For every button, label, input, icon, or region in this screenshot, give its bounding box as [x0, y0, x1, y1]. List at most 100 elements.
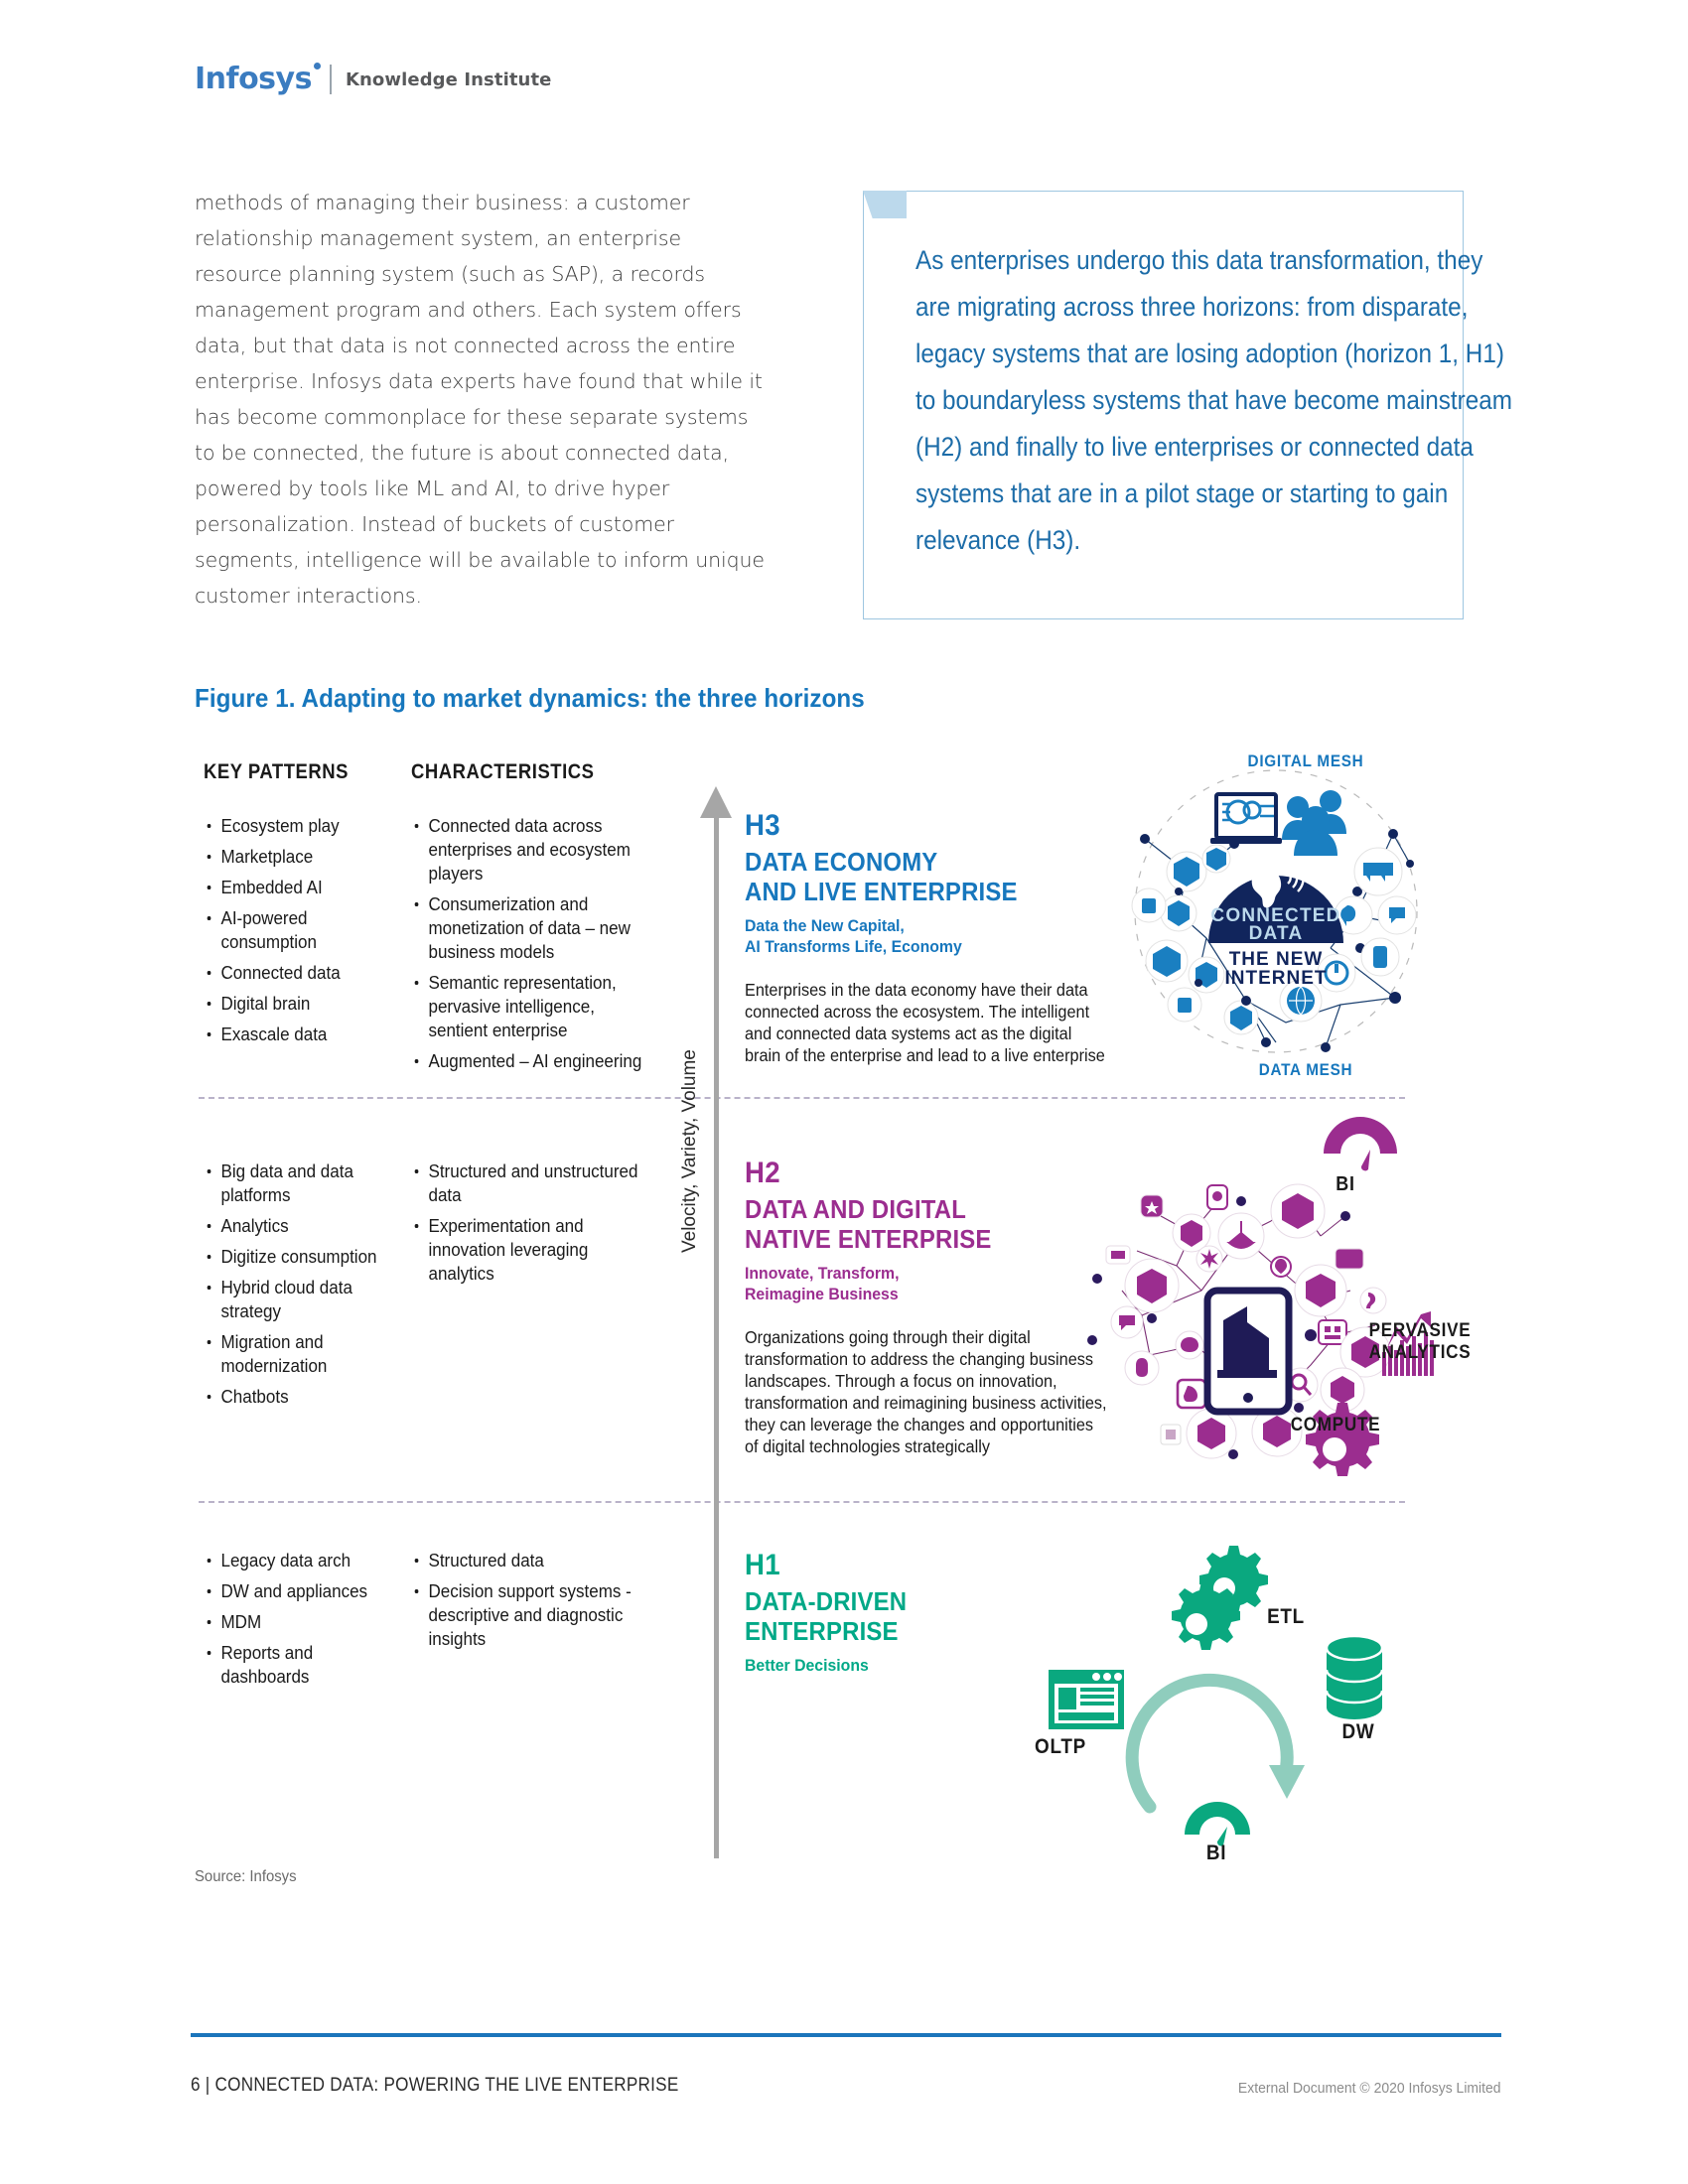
list-item-key-pattern: Migration and modernization [204, 1330, 386, 1378]
list-characteristics-h3: Connected data across enterprises and ec… [411, 814, 679, 1080]
outer-dashed-circle [1134, 769, 1418, 1053]
list-item-key-pattern: Legacy data arch [204, 1549, 386, 1572]
horizon-subtitle-h3-line1: Data the New Capital, [745, 916, 905, 935]
logo-divider [329, 65, 332, 94]
label-compute: COMPUTE [1290, 1415, 1381, 1435]
list-item-key-pattern: Exascale data [204, 1023, 386, 1046]
horizon-title-h2-line1: DATA AND DIGITAL [745, 1194, 967, 1224]
divider-h3-h2 [199, 1097, 1405, 1099]
compute-gear-icon [1306, 1403, 1379, 1476]
digital-native-svg [1087, 1117, 1434, 1476]
diagram-h2-digital-native [1082, 1117, 1440, 1479]
bi-gauge-icon [1324, 1117, 1397, 1171]
digital-mesh-svg: CONNECTED DATA THE NEW INTERNET [1131, 769, 1418, 1053]
cycle-arrow-head [1269, 1765, 1305, 1799]
diagram-h1-data-driven [1023, 1529, 1400, 1866]
infosys-knowledge-institute-logo: Infosys Knowledge Institute [195, 60, 551, 99]
horizon-title-h1-line2: ENTERPRISE [745, 1616, 899, 1646]
cycle-arrow-path [1125, 1673, 1294, 1814]
horizon-code-h1: H1 [745, 1549, 780, 1581]
list-item-key-pattern: Big data and data platforms [204, 1160, 386, 1207]
oltp-window-icon [1049, 1670, 1124, 1729]
horizon-title-h3-line1: DATA ECONOMY [745, 847, 938, 877]
list-item-characteristic: Consumerization and monetization of data… [411, 892, 657, 964]
horizon-body-h2: Organizations going through their digita… [745, 1327, 1107, 1456]
label-oltp: OLTP [1035, 1735, 1086, 1758]
list-item-characteristic: Decision support systems - descriptive a… [411, 1579, 657, 1651]
label-bi-h2: BI [1336, 1173, 1355, 1195]
data-driven-svg [1049, 1546, 1384, 1846]
footer-rule [191, 2033, 1501, 2037]
list-item-key-pattern: Analytics [204, 1214, 386, 1238]
horizon-body-h3: Enterprises in the data economy have the… [745, 980, 1105, 1065]
horizon-title-h1-line1: DATA-DRIVEN [745, 1586, 908, 1616]
list-item-characteristic: Connected data across enterprises and ec… [411, 814, 657, 886]
horizon-block-h3: H3 DATA ECONOMY AND LIVE ENTERPRISE Data… [745, 809, 1112, 1066]
label-bi-h1: BI [1205, 1842, 1227, 1864]
signal-waves-icon [1287, 863, 1305, 892]
list-item-key-pattern: DW and appliances [204, 1579, 386, 1603]
infosys-registered-dot [313, 63, 321, 69]
center-label-data: DATA [1249, 923, 1304, 944]
horizon-code-h2: H2 [745, 1157, 780, 1189]
column-header-key-patterns: KEY PATTERNS [204, 760, 349, 783]
infosys-wordmark: Infosys [195, 62, 321, 96]
callout-box: As enterprises undergo this data transfo… [863, 191, 1512, 619]
diagram-h3-digital-mesh: CONNECTED DATA THE NEW INTERNET [1127, 745, 1425, 1072]
tablet-building-icon [1203, 1287, 1293, 1416]
list-item-key-pattern: Chatbots [204, 1385, 386, 1409]
axis-label: Velocity, Variety, Volume [679, 1049, 700, 1253]
list-item-key-pattern: Embedded AI [204, 876, 386, 899]
label-analytics: ANALYTICS [1368, 1342, 1472, 1363]
list-item-key-pattern: Marketplace [204, 845, 386, 869]
label-data-mesh: DATA MESH [1258, 1060, 1353, 1079]
axis-line [714, 814, 719, 1858]
figure-title: Figure 1. Adapting to market dynamics: t… [195, 683, 865, 713]
people-icon [1282, 790, 1346, 856]
horizon-block-h2: H2 DATA AND DIGITAL NATIVE ENTERPRISE In… [745, 1157, 1112, 1457]
horizon-subtitle-h2-line1: Innovate, Transform, [745, 1264, 900, 1283]
center-label-connected: CONNECTED [1210, 905, 1340, 926]
footer-page-title: 6 | CONNECTED DATA: POWERING THE LIVE EN… [191, 2075, 679, 2096]
divider-h2-h1 [199, 1501, 1405, 1503]
etl-gears-icon [1172, 1546, 1268, 1650]
list-item-key-pattern: AI-powered consumption [204, 906, 386, 954]
horizon-subtitle-h1-line1: Better Decisions [745, 1656, 869, 1675]
list-item-characteristic: Structured and unstructured data [411, 1160, 657, 1207]
source-note: Source: Infosys [195, 1868, 297, 1885]
mesh-nodes-left [1131, 844, 1259, 1035]
h2-nodes [1105, 1183, 1391, 1459]
list-item-key-pattern: Reports and dashboards [204, 1641, 386, 1689]
infosys-wordmark-text: Infosys [195, 62, 312, 96]
list-item-key-pattern: Hybrid cloud data strategy [204, 1276, 386, 1323]
list-item-key-pattern: Digital brain [204, 992, 386, 1016]
label-dw: DW [1341, 1720, 1375, 1743]
mesh-nodes-right [1279, 847, 1417, 1023]
list-item-characteristic: Structured data [411, 1549, 657, 1572]
center-label-internet: INTERNET [1225, 968, 1328, 989]
laptop-icon [1210, 792, 1282, 844]
label-etl: ETL [1267, 1605, 1305, 1628]
list-item-key-pattern: Digitize consumption [204, 1245, 386, 1269]
horizon-code-h3: H3 [745, 809, 780, 842]
footer-copyright: External Document © 2020 Infosys Limited [1238, 2080, 1501, 2097]
list-item-characteristic: Augmented – AI engineering [411, 1049, 657, 1073]
callout-text: As enterprises undergo this data transfo… [915, 245, 1513, 555]
label-pervasive: PERVASIVE [1368, 1320, 1472, 1341]
list-item-key-pattern: Connected data [204, 961, 386, 985]
axis-arrowhead-icon [700, 786, 732, 818]
horizon-block-h1: H1 DATA-DRIVEN ENTERPRISE Better Decisio… [745, 1549, 1112, 1676]
knowledge-institute-label: Knowledge Institute [345, 68, 552, 90]
body-paragraph: methods of managing their business: a cu… [195, 191, 765, 608]
label-digital-mesh: DIGITAL MESH [1247, 751, 1364, 770]
column-header-characteristics: CHARACTERISTICS [411, 760, 595, 783]
mesh-dots [1140, 829, 1414, 1052]
connected-data-dome [1208, 876, 1343, 943]
brain-icon [1251, 868, 1282, 908]
center-label-the-new: THE NEW [1229, 949, 1324, 970]
dw-database-icon [1325, 1634, 1384, 1719]
